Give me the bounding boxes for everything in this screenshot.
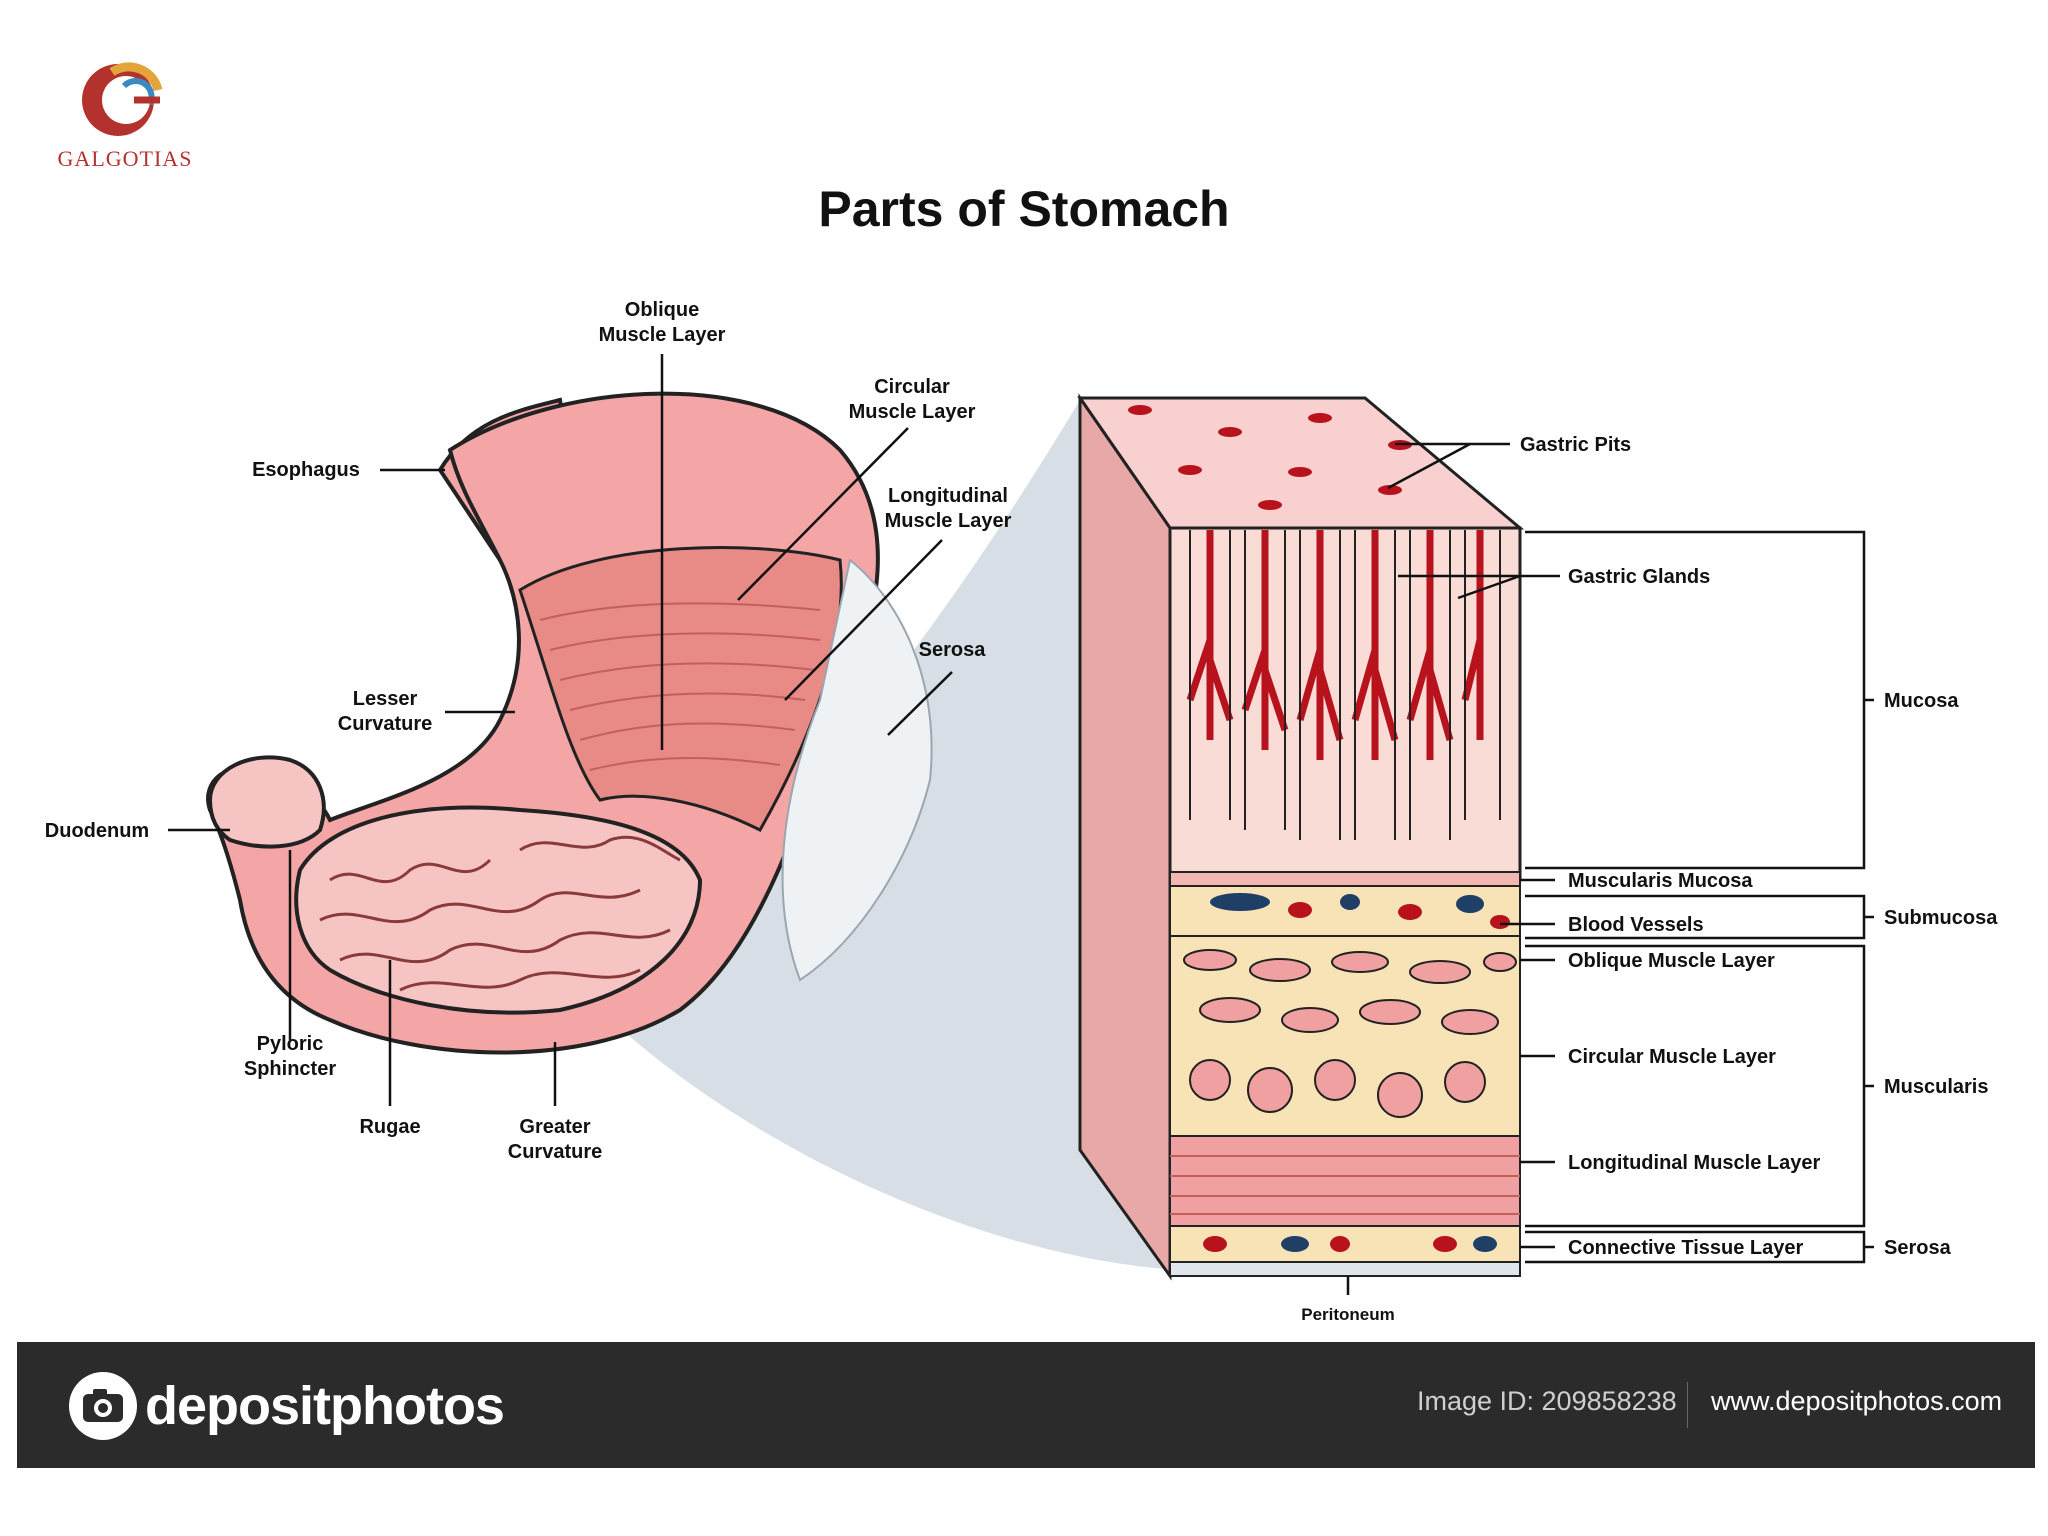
label-gastric-pits: Gastric Pits <box>1520 434 1631 456</box>
label-lesser-1: Lesser <box>353 688 418 710</box>
label-oblique-2: Muscle Layer <box>599 324 726 346</box>
label-mucosa: Mucosa <box>1884 690 1959 712</box>
label-muscularis: Muscularis <box>1884 1076 1988 1098</box>
label-longitudinal-muscle-layer: Longitudinal Muscle Layer <box>1568 1152 1820 1174</box>
label-connective-tissue-layer: Connective Tissue Layer <box>1568 1237 1804 1259</box>
label-oblique-1: Oblique <box>625 299 699 321</box>
label-pyloric-2: Sphincter <box>244 1058 336 1080</box>
label-longitudinal-1: Longitudinal <box>888 485 1008 507</box>
page-title: Parts of Stomach <box>818 181 1230 237</box>
label-pyloric-1: Pyloric <box>257 1033 324 1055</box>
stomach-diagram: Oblique Muscle Layer Circular Muscle Lay… <box>45 299 1998 1324</box>
label-serosa-group: Serosa <box>1884 1237 1952 1259</box>
label-rugae: Rugae <box>359 1116 420 1138</box>
label-greater-2: Curvature <box>508 1141 602 1163</box>
stomach-illustration <box>206 391 933 1055</box>
label-gastric-glands: Gastric Glands <box>1568 566 1710 588</box>
label-blood-vessels: Blood Vessels <box>1568 914 1704 936</box>
site-url[interactable]: www.depositphotos.com <box>1711 1386 2003 1416</box>
label-duodenum: Duodenum <box>45 820 149 842</box>
label-longitudinal-2: Muscle Layer <box>885 510 1012 532</box>
image-id: Image ID: 209858238 <box>1417 1386 1677 1416</box>
brand-name: GALGOTIAS <box>57 146 193 171</box>
depositphotos-brand: depositphotos <box>145 1376 505 1436</box>
label-muscularis-mucosa: Muscularis Mucosa <box>1568 870 1753 892</box>
camera-icon <box>69 1372 137 1440</box>
label-greater-1: Greater <box>519 1116 590 1138</box>
depositphotos-logo: depositphotos <box>67 1366 505 1446</box>
footer-divider <box>1687 1382 1688 1428</box>
section-leader-lines <box>1346 442 1874 1295</box>
label-esophagus: Esophagus <box>252 459 360 481</box>
label-circular-1: Circular <box>874 376 950 398</box>
label-circular-2: Muscle Layer <box>849 401 976 423</box>
depositphotos-footer: depositphotos Image ID: 209858238 www.de… <box>17 1342 2035 1468</box>
galgotias-emblem-icon <box>82 62 163 136</box>
label-submucosa: Submucosa <box>1884 907 1998 929</box>
stomach-leader-lines <box>168 354 953 1106</box>
label-lesser-2: Curvature <box>338 713 432 735</box>
label-peritoneum: Peritoneum <box>1301 1305 1395 1324</box>
label-serosa: Serosa <box>919 639 987 661</box>
stomach-wall-cross-section <box>1077 393 1525 1281</box>
galgotias-logo: GALGOTIAS <box>40 56 210 186</box>
label-oblique-muscle-layer: Oblique Muscle Layer <box>1568 950 1775 972</box>
label-circular-muscle-layer: Circular Muscle Layer <box>1568 1046 1776 1068</box>
